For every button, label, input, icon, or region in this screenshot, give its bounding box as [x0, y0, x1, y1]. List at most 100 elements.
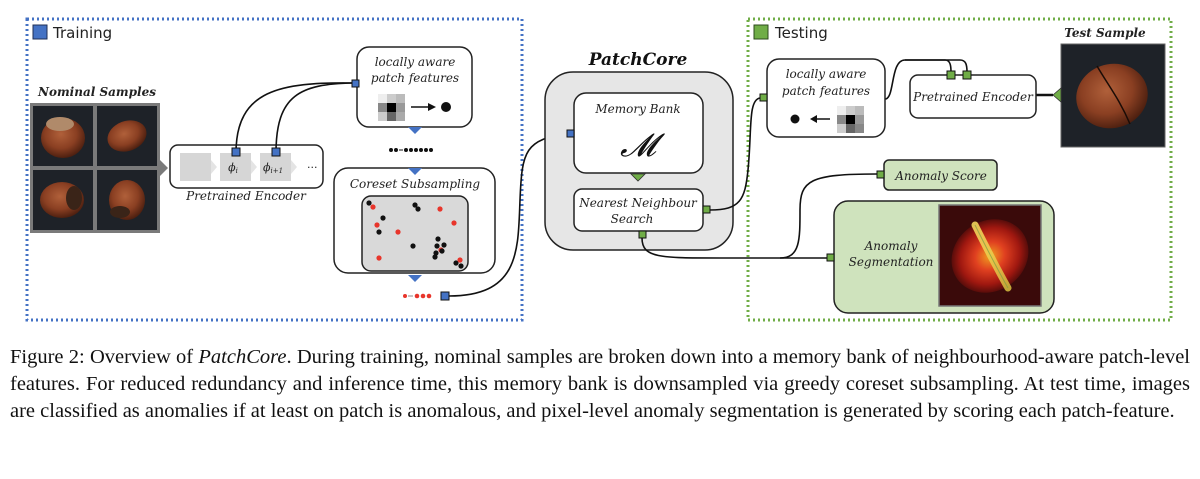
coreset-selected-point — [376, 255, 382, 261]
feature-point — [376, 229, 382, 235]
feature-point — [410, 243, 416, 249]
feature-point — [435, 236, 441, 242]
down-arrow-icon — [408, 127, 422, 134]
training-panel: Training Nominal Samples — [25, 17, 570, 322]
feature-point — [458, 263, 464, 269]
port-nn-bottom — [638, 230, 647, 239]
nn-search-line2: Search — [611, 212, 654, 226]
memory-bank-label: Memory Bank — [594, 102, 680, 116]
figure-caption: Figure 2: Overview of PatchCore. During … — [10, 344, 1190, 425]
port-patch-features-in — [351, 79, 360, 88]
nominal-sample-image — [33, 106, 93, 166]
connector-encoder-patch-b — [905, 59, 968, 73]
feature-point — [415, 206, 421, 212]
feature-point — [441, 242, 447, 248]
feature-point — [433, 250, 439, 256]
patchcore-block: PatchCore Memory Bank 𝓜 Nearest Neighbou… — [544, 50, 734, 251]
feature-point — [412, 202, 418, 208]
connector-phi-i — [235, 82, 354, 154]
encoder-layer-block — [180, 153, 211, 181]
training-legend-label: Training — [52, 24, 112, 42]
feature-dot-icon — [790, 114, 800, 124]
caption-prefix: Figure 2: Overview of — [10, 346, 199, 368]
connector-coreset-to-memory — [448, 132, 570, 297]
training-patch-features-line1: locally aware — [375, 55, 456, 69]
nominal-sample-image — [33, 170, 93, 230]
port-nn-side — [702, 205, 711, 214]
port-encoder-a — [946, 70, 956, 80]
memory-feature-sequence — [389, 148, 433, 152]
nominal-sample-image — [97, 106, 157, 166]
patchcore-overview-diagram: Training Nominal Samples — [25, 17, 1173, 322]
coreset-selected-point — [370, 204, 376, 210]
caption-method-name: PatchCore — [198, 346, 287, 368]
testing-encoder-label: Pretrained Encoder — [912, 90, 1034, 104]
training-patch-features-line2: patch features — [371, 71, 459, 85]
left-arrow-icon — [1052, 87, 1062, 103]
testing-encoder-box — [909, 74, 1037, 119]
port-anomaly-segmentation — [826, 253, 835, 262]
feature-point — [453, 260, 459, 266]
feature-point — [380, 215, 386, 221]
test-sample-image — [1060, 43, 1166, 148]
encoder-layer-block — [220, 153, 251, 181]
encoder-layer-block — [260, 153, 291, 181]
testing-legend-label: Testing — [774, 24, 828, 42]
port-anomaly-score — [876, 170, 885, 179]
anomaly-segmentation-line1: Anomaly — [864, 239, 918, 253]
training-patch-features-box: locally aware patch features — [351, 46, 473, 134]
port-phi-i1 — [271, 147, 281, 157]
coreset-selected-point — [457, 257, 463, 263]
down-arrow-icon — [408, 168, 422, 175]
subsampled-feature-sequence — [403, 291, 450, 301]
encoder-flow-arrow — [251, 160, 257, 174]
samples-to-encoder-arrow — [160, 160, 168, 176]
encoder-flow-arrow — [291, 160, 297, 174]
patch-grid-icon — [837, 106, 864, 133]
testing-patch-features-line2: patch features — [782, 84, 870, 98]
connector-phi-i1 — [275, 82, 354, 154]
feature-point — [434, 243, 440, 249]
port-patch-features-test — [759, 93, 768, 102]
caption-text: . During training, nominal samples are b… — [10, 346, 1190, 422]
coreset-selected-point — [374, 222, 380, 228]
testing-panel: Testing Test Sample Pretrained Encoder l… — [641, 17, 1173, 322]
encoder-layer-label: ϕi — [228, 161, 238, 175]
test-sample-title: Test Sample — [1064, 26, 1146, 40]
feature-point — [432, 254, 438, 260]
port-memory-in — [566, 129, 575, 138]
feature-point — [366, 200, 372, 206]
encoder-ellipsis: ··· — [307, 161, 318, 174]
nominal-sample-image — [97, 170, 157, 230]
patchcore-title: PatchCore — [588, 50, 688, 70]
testing-patch-features-line1: locally aware — [786, 67, 867, 81]
coreset-label: Coreset Subsampling — [350, 177, 481, 191]
anomaly-segmentation-line2: Segmentation — [849, 255, 934, 269]
coreset-subsampling-box: Coreset Subsampling — [333, 167, 496, 282]
feature-dot-icon — [441, 102, 451, 112]
port-encoder-b — [962, 70, 972, 80]
nn-search-line1: Nearest Neighbour — [578, 196, 698, 210]
training-legend-swatch — [32, 24, 48, 40]
connector-nn-to-patch — [709, 97, 761, 211]
testing-legend-swatch — [753, 24, 769, 40]
coreset-selected-point — [395, 229, 401, 235]
coreset-selected-point — [437, 206, 443, 212]
port-phi-i — [231, 147, 241, 157]
nominal-samples-title: Nominal Samples — [37, 85, 156, 99]
connector-nn-to-score — [779, 173, 878, 259]
testing-patch-features-box: locally aware patch features — [759, 58, 886, 138]
anomaly-score-label: Anomaly Score — [894, 169, 987, 183]
nominal-samples-grid — [30, 103, 168, 233]
down-arrow-icon — [630, 173, 646, 182]
feature-point — [439, 248, 445, 254]
testing-border — [746, 17, 1173, 322]
encoder-flow-arrow — [211, 160, 217, 174]
anomaly-heatmap-image — [938, 204, 1042, 307]
training-encoder-label: Pretrained Encoder — [185, 189, 307, 203]
coreset-selected-point — [451, 220, 457, 226]
connector-nn-to-segmentation — [641, 237, 827, 259]
down-arrow-icon — [408, 275, 422, 282]
patch-grid-icon — [378, 94, 405, 121]
